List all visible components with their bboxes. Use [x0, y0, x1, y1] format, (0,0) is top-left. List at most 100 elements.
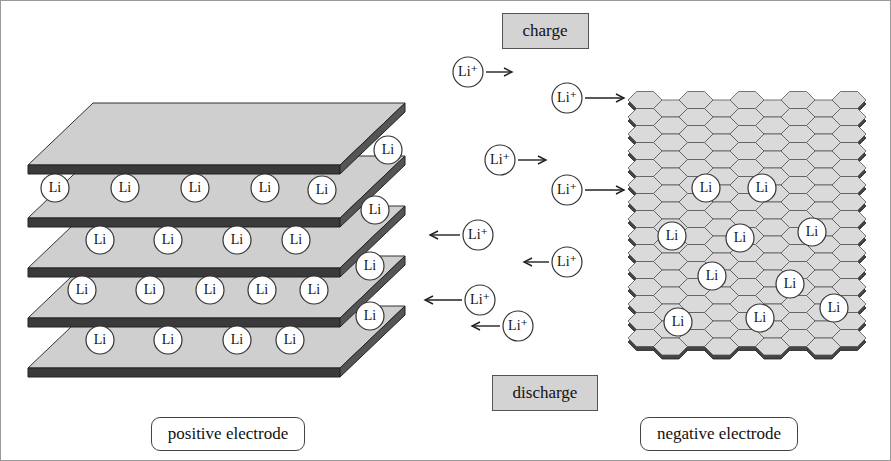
- ion-arrows: [425, 72, 624, 326]
- label-text: Li: [189, 181, 201, 195]
- lithium-atom: Li: [110, 173, 140, 203]
- lithium-atom: Li: [819, 293, 849, 323]
- label-text: Li: [672, 315, 684, 329]
- label-text: positive electrode: [168, 424, 288, 443]
- lithium-atom: Li: [247, 275, 277, 305]
- label-text: Li: [119, 181, 131, 195]
- lithium-atom: Li: [360, 195, 390, 225]
- label-text: Li: [756, 181, 768, 195]
- ion-arrow: [524, 261, 549, 262]
- layer-top: [28, 103, 405, 165]
- circle-shape: [746, 304, 774, 332]
- layer-front: [28, 268, 340, 277]
- label-text: Li: [256, 283, 268, 297]
- lithium-atom: Li: [775, 269, 805, 299]
- circle-shape: [223, 326, 251, 354]
- lithium-ion: Li⁺: [464, 284, 496, 316]
- ion-arrow: [585, 97, 624, 98]
- circle-shape: [136, 276, 164, 304]
- label-text: Li⁺: [557, 183, 577, 197]
- lithium-atom: Li: [663, 307, 693, 337]
- lithium-atom: Li: [373, 135, 403, 165]
- process-label: discharge: [492, 375, 599, 411]
- circle-shape: [664, 308, 692, 336]
- circle-shape: [248, 276, 276, 304]
- label-text: Li⁺: [557, 255, 577, 269]
- process-label: charge: [502, 13, 589, 49]
- label-text: Li: [806, 225, 818, 239]
- hex-cell: [756, 338, 790, 355]
- label-text: Li: [284, 333, 296, 347]
- circle-shape: [111, 174, 139, 202]
- label-text: Li: [754, 311, 766, 325]
- ion-arrow: [425, 299, 462, 300]
- lithium-atom: Li: [40, 173, 70, 203]
- lithium-atom: Li: [250, 173, 280, 203]
- lithium-atom: Li: [67, 275, 97, 305]
- lithium-atom: Li: [153, 225, 183, 255]
- circle-shape: [68, 276, 96, 304]
- label-text: Li: [290, 233, 302, 247]
- label-text: Li: [94, 333, 106, 347]
- lithium-atom: Li: [281, 225, 311, 255]
- label-text: Li: [364, 259, 376, 273]
- label-text: Li: [382, 143, 394, 157]
- label-text: Li⁺: [458, 65, 478, 79]
- lithium-atom: Li: [657, 221, 687, 251]
- electrode-label: negative electrode: [640, 417, 798, 451]
- circle-shape: [748, 174, 776, 202]
- lithium-atom: Li: [355, 301, 385, 331]
- lithium-atom: Li: [725, 223, 755, 253]
- label-text: Li: [308, 283, 320, 297]
- circle-shape: [300, 276, 328, 304]
- lithium-atom: Li: [747, 173, 777, 203]
- circle-shape: [223, 226, 251, 254]
- label-text: Li: [231, 233, 243, 247]
- lithium-ion: Li⁺: [551, 82, 583, 114]
- circle-shape: [658, 222, 686, 250]
- lithium-ion: Li⁺: [452, 56, 484, 88]
- lithium-atom: Li: [222, 225, 252, 255]
- label-text: charge: [523, 21, 568, 40]
- label-text: Li: [144, 283, 156, 297]
- cathode-layer: [28, 156, 405, 227]
- lithium-atom: Li: [85, 225, 115, 255]
- circle-shape: [820, 294, 848, 322]
- label-text: Li: [162, 333, 174, 347]
- circle-shape: [361, 196, 389, 224]
- hex-cell: [807, 338, 841, 355]
- label-text: Li: [94, 233, 106, 247]
- circle-shape: [503, 311, 533, 341]
- label-text: Li: [76, 283, 88, 297]
- circle-shape: [282, 226, 310, 254]
- circle-shape: [86, 326, 114, 354]
- circle-shape: [196, 276, 224, 304]
- label-text: Li: [706, 269, 718, 283]
- label-text: negative electrode: [657, 424, 781, 443]
- label-text: Li⁺: [490, 153, 510, 167]
- cathode-layer: [28, 103, 405, 174]
- lithium-atom: Li: [85, 325, 115, 355]
- circle-shape: [485, 145, 515, 175]
- lithium-atom: Li: [275, 325, 305, 355]
- label-text: discharge: [513, 383, 578, 402]
- circle-shape: [726, 224, 754, 252]
- layer-front: [28, 368, 340, 377]
- label-text: Li: [162, 233, 174, 247]
- circle-shape: [552, 175, 582, 205]
- lithium-atom: Li: [222, 325, 252, 355]
- ion-arrow: [585, 189, 624, 190]
- label-text: Li: [49, 181, 61, 195]
- circle-shape: [181, 174, 209, 202]
- layer-front: [28, 165, 340, 174]
- label-text: Li: [700, 181, 712, 195]
- lithium-atom: Li: [745, 303, 775, 333]
- label-text: Li: [369, 203, 381, 217]
- circle-shape: [41, 174, 69, 202]
- circle-shape: [374, 136, 402, 164]
- lithium-ion: Li⁺: [551, 246, 583, 278]
- circle-shape: [465, 285, 495, 315]
- layered-cathode: [28, 103, 405, 377]
